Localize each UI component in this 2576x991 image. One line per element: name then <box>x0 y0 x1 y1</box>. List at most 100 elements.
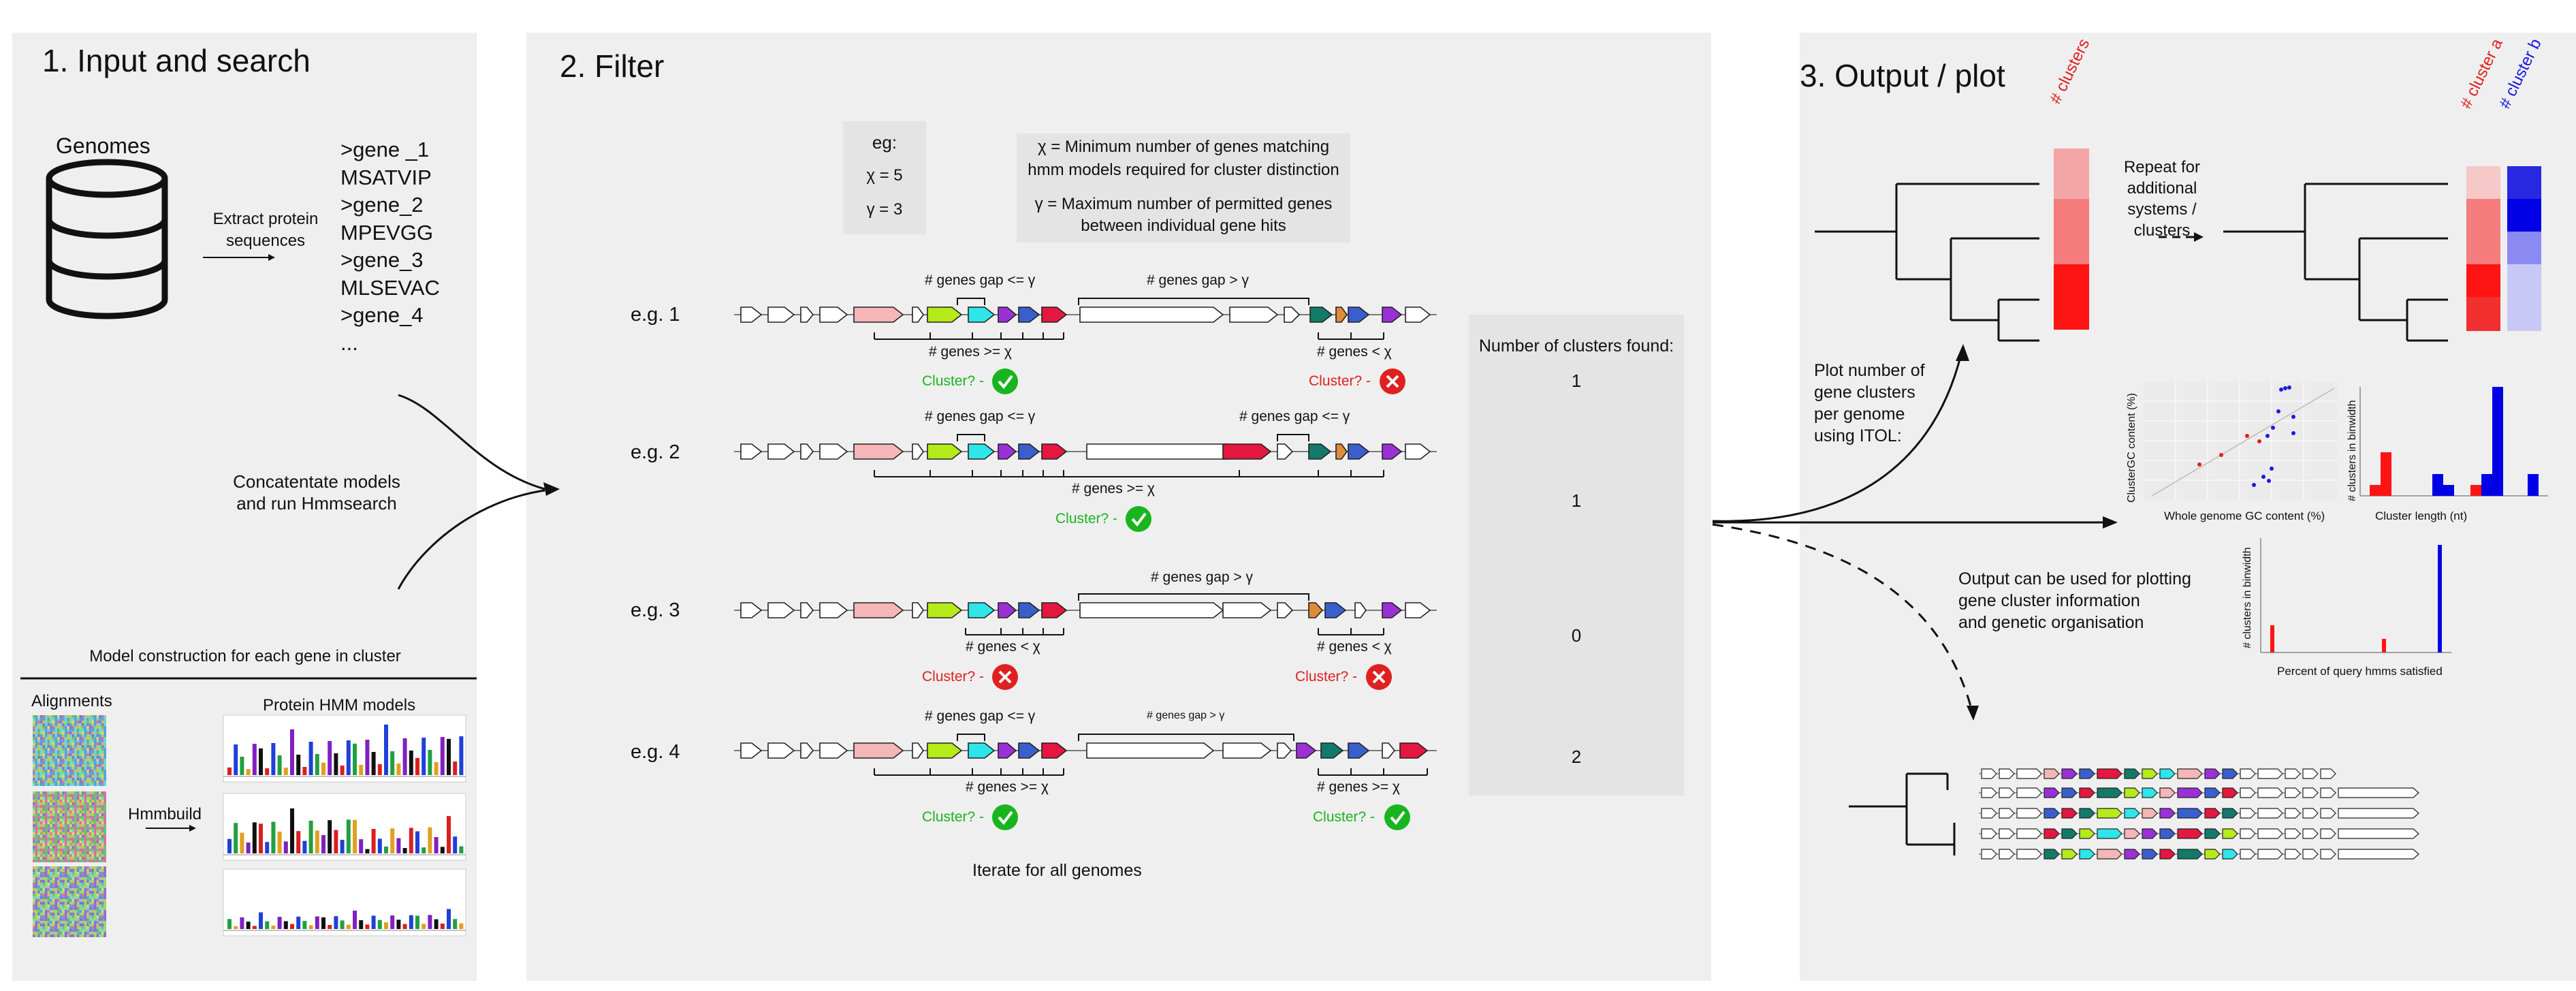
gene-arrow <box>2061 808 2078 819</box>
cross-icon <box>1380 368 1405 394</box>
gene-arrow <box>2257 849 2283 860</box>
scatter-ylabel: ClusterGC content (%) <box>2126 393 2137 503</box>
fasta-line: ... <box>340 330 358 355</box>
protein-hmm-label: Protein HMM models <box>263 696 416 714</box>
gene-arrow <box>2044 768 2060 779</box>
gene-arrow <box>2240 768 2256 779</box>
clusters-found-count: 1 <box>1571 490 1582 511</box>
gene-arrow <box>2338 787 2419 798</box>
clusters-found-title: Number of clusters found: <box>1478 336 1674 356</box>
gene-arrow <box>2285 768 2301 779</box>
gene-arrow <box>2257 768 2283 779</box>
gene-arrow <box>1348 306 1370 323</box>
gene-arrow <box>2240 787 2256 798</box>
bar <box>2382 639 2386 652</box>
gene-arrow <box>767 742 795 759</box>
repeat-text: Repeat for additional systems / clusters <box>2111 157 2213 241</box>
gene-arrow <box>767 602 795 618</box>
alignment-block <box>33 866 106 937</box>
gene-arrow <box>1981 787 1997 798</box>
gene-arrow <box>968 443 996 460</box>
genomes-label: Genomes <box>56 133 150 158</box>
genes-count-label: # genes >= χ <box>1317 779 1400 795</box>
small-tree <box>1849 772 1956 855</box>
example-label: e.g. 4 <box>631 741 680 763</box>
gene-arrow <box>740 602 763 618</box>
gene-arrow <box>2177 828 2203 839</box>
check-icon <box>1126 506 1151 532</box>
gene-arrow <box>1018 742 1040 759</box>
clusters-found-count: 1 <box>1571 371 1582 391</box>
gene-arrow <box>1999 787 2015 798</box>
gene-arrow <box>2320 828 2336 839</box>
fasta-line: MLSEVAC <box>340 275 440 300</box>
gene-arrow <box>1999 808 2015 819</box>
panel-title-input: 1. Input and search <box>42 43 311 78</box>
genes-count-label: # genes < χ <box>1317 344 1392 360</box>
gene-arrow <box>2142 828 2158 839</box>
cluster-q-label: Cluster? - <box>1313 809 1376 825</box>
gene-arrow <box>2222 808 2238 819</box>
gene-arrow <box>1018 602 1040 618</box>
fasta-line: >gene_4 <box>340 303 424 327</box>
heat-cell <box>2507 199 2541 232</box>
gene-arrow <box>2061 768 2078 779</box>
scatter-xlabel: Whole genome GC content (%) <box>2164 509 2325 522</box>
gene-track <box>734 734 1437 776</box>
gene-arrow <box>2320 808 2336 819</box>
gene-arrow <box>1348 443 1370 460</box>
gene-arrow <box>2338 828 2419 839</box>
repeat-arrowhead <box>2194 232 2204 242</box>
gene-arrow <box>2338 808 2419 819</box>
gene-arrow <box>927 443 963 460</box>
panel-title-filter: 2. Filter <box>560 48 665 84</box>
bar-chart <box>2359 387 2548 497</box>
fasta-line: MSATVIP <box>340 165 432 189</box>
gene-arrow <box>2079 849 2095 860</box>
gene-arrow <box>927 742 963 759</box>
gene-arrow <box>2124 849 2140 860</box>
gene-arrow <box>2061 787 2078 798</box>
cluster-q-label: Cluster? - <box>1055 511 1118 526</box>
model-construction-label: Model construction for each gene in clus… <box>89 647 401 665</box>
gene-arrow <box>2159 849 2176 860</box>
plot-line: using ITOL: <box>1814 426 1902 445</box>
gene-arrow <box>2320 849 2336 860</box>
hmm-logo <box>223 868 466 937</box>
gene-arrow <box>2097 787 2122 798</box>
gap-label: # genes gap > γ <box>1147 710 1225 721</box>
gene-track <box>734 298 1437 340</box>
gene-arrow <box>1382 742 1396 759</box>
gene-arrow <box>912 742 924 759</box>
gene-arrow <box>2159 808 2176 819</box>
example-y: γ = 3 <box>866 200 903 219</box>
heat-cell <box>2466 297 2500 331</box>
mini-gene-track <box>1979 849 2419 860</box>
check-icon <box>1384 804 1410 830</box>
genes-count-label: # genes >= χ <box>1072 481 1155 497</box>
gene-arrow <box>2016 849 2042 860</box>
gene-arrow <box>1308 602 1324 618</box>
gene-arrow <box>1382 602 1403 618</box>
gene-arrow <box>2222 787 2238 798</box>
heat-cell <box>2466 166 2500 199</box>
fasta-line: >gene _1 <box>340 138 430 161</box>
gene-arrow <box>1405 306 1431 323</box>
bar <box>2528 474 2539 496</box>
gene-arrow <box>1335 443 1348 460</box>
gene-arrow <box>1296 742 1317 759</box>
genes-count-label: # genes >= χ <box>966 779 1049 795</box>
gene-arrow <box>2124 768 2140 779</box>
gene-arrow <box>1086 742 1215 759</box>
fasta-line: MPEVGG <box>340 220 434 245</box>
heat-cell <box>2466 199 2500 264</box>
gene-arrow <box>2222 768 2238 779</box>
scatter-plot <box>2144 381 2337 500</box>
example-label: e.g. 2 <box>631 441 680 463</box>
gene-arrow <box>1222 602 1272 618</box>
bar <box>2432 474 2443 496</box>
genes-count-label: # genes < χ <box>1317 639 1392 655</box>
gene-arrow <box>2240 808 2256 819</box>
gene-arrow <box>2044 849 2060 860</box>
